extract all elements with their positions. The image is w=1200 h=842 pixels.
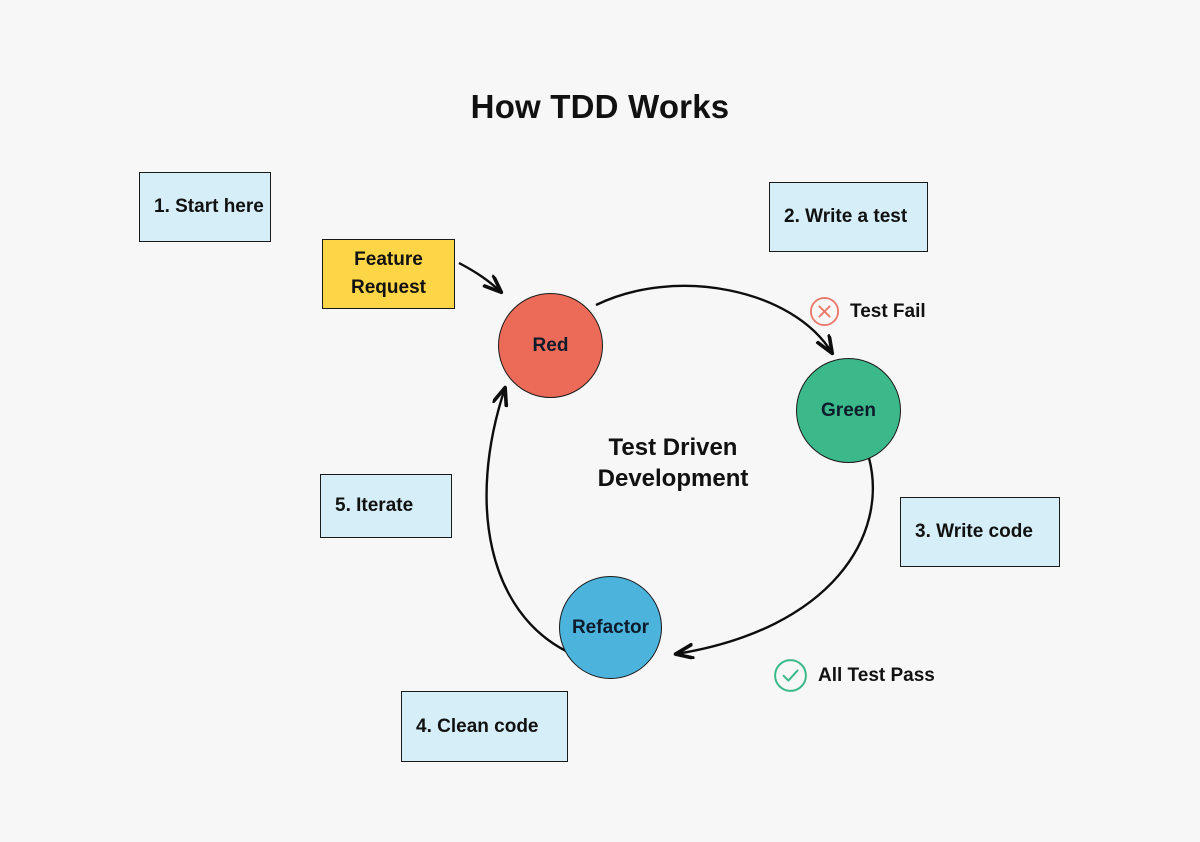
feature-request-line-2: Request xyxy=(351,277,426,298)
annotation-all-test-pass: All Test Pass xyxy=(772,657,935,694)
annotation-test-fail-label: Test Fail xyxy=(850,300,926,322)
center-label-line-1: Test Driven xyxy=(608,434,738,461)
node-refactor-label: Refactor xyxy=(571,616,650,638)
step-box-4[interactable]: 4. Clean code xyxy=(401,691,568,762)
center-label-line-2: Development xyxy=(597,465,749,493)
circle-check-icon xyxy=(774,659,807,692)
node-red[interactable]: Red xyxy=(498,293,603,398)
step-box-1-label: 1. Start here xyxy=(154,196,264,217)
node-red-label: Red xyxy=(532,334,569,356)
step-box-4-label: 4. Clean code xyxy=(416,715,539,737)
feature-request-box[interactable]: Feature Request xyxy=(322,239,455,309)
annotation-test-fail: Test Fail xyxy=(808,295,926,328)
page-title: How TDD Works xyxy=(470,88,730,125)
node-refactor[interactable]: Refactor xyxy=(559,576,662,679)
circle-x-icon xyxy=(809,296,840,327)
annotation-all-test-pass-label: All Test Pass xyxy=(818,664,935,686)
arrow-red-to-green xyxy=(595,284,832,353)
step-box-2-label: 2. Write a test xyxy=(784,206,908,227)
feature-request-line-1: Feature xyxy=(354,249,423,271)
center-label: Test Driven Development xyxy=(533,432,813,494)
arrow-refactor-to-red xyxy=(485,388,567,653)
node-green[interactable]: Green xyxy=(796,358,901,463)
step-box-1[interactable]: 1. Start here xyxy=(139,172,271,242)
step-box-2[interactable]: 2. Write a test xyxy=(769,182,928,252)
arrow-feature-to-red xyxy=(458,261,501,292)
step-box-5[interactable]: 5. Iterate xyxy=(320,474,452,538)
step-box-3-label: 3. Write code xyxy=(915,521,1033,542)
step-box-5-label: 5. Iterate xyxy=(335,495,414,516)
node-green-label: Green xyxy=(821,399,876,421)
step-box-3[interactable]: 3. Write code xyxy=(900,497,1060,567)
